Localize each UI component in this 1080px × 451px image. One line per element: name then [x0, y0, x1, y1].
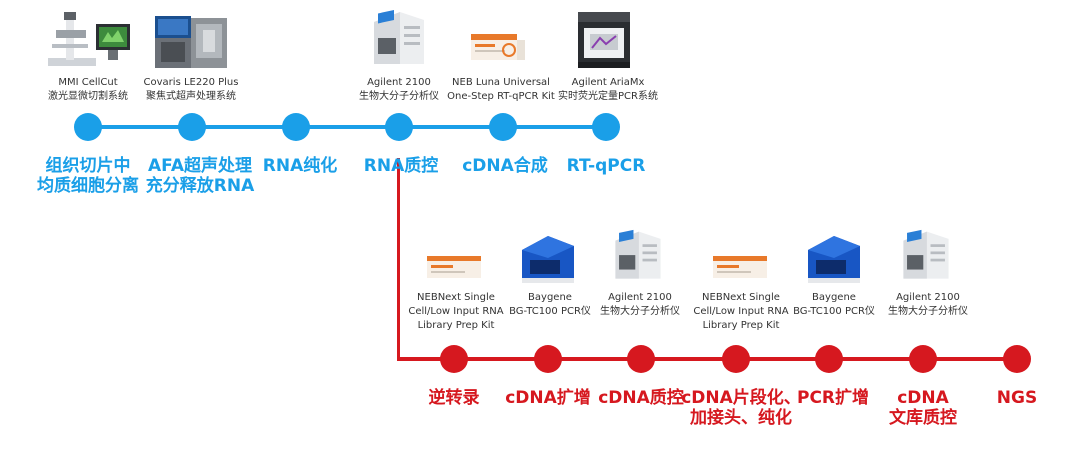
- stage-label: cDNA质控: [598, 388, 684, 408]
- microscope-icon: [42, 8, 134, 74]
- kit-box-icon: [469, 28, 527, 68]
- stage-dot: [385, 113, 413, 141]
- stage-dot: [909, 345, 937, 373]
- device-label-agilent-2100: Agilent 2100 生物大分子分析仪: [359, 77, 439, 102]
- device-label-covaris: Covaris LE220 Plus 聚焦式超声处理系统: [143, 77, 239, 102]
- top-timeline-line: [88, 125, 602, 129]
- bioanalyzer-icon: [896, 228, 956, 288]
- stage-label: cDNA扩增: [505, 388, 591, 408]
- stage-label: RNA质控: [363, 156, 439, 176]
- device-label-baygene: Baygene BG-TC100 PCR仪: [793, 292, 875, 317]
- sonicator-icon: [151, 12, 231, 74]
- stage-dot: [282, 113, 310, 141]
- stage-label: cDNA合成: [462, 156, 548, 176]
- stage-dot: [74, 113, 102, 141]
- bottom-timeline-line: [397, 357, 1018, 361]
- branch-vertical-line: [397, 158, 400, 359]
- kit-box-icon: [425, 252, 483, 286]
- stage-dot: [534, 345, 562, 373]
- stage-label: NGS: [996, 388, 1038, 408]
- device-label-nebnext: NEBNext Single Cell/Low Input RNA Librar…: [693, 292, 789, 331]
- stage-dot: [592, 113, 620, 141]
- stage-dot: [440, 345, 468, 373]
- stage-dot: [815, 345, 843, 373]
- bioanalyzer-icon: [366, 8, 432, 74]
- stage-label: cDNA 文库质控: [889, 388, 957, 428]
- stage-dot: [627, 345, 655, 373]
- stage-label: 逆转录: [428, 388, 480, 408]
- stage-label: 组织切片中 均质细胞分离: [37, 156, 139, 196]
- stage-label: AFA超声处理 充分释放RNA: [145, 156, 255, 196]
- stage-dot: [722, 345, 750, 373]
- device-label-mmi-cellcut: MMI CellCut 激光显微切割系统: [48, 77, 128, 102]
- pcr-instrument-icon: [516, 230, 580, 290]
- bioanalyzer-icon: [608, 228, 668, 288]
- stage-label: cDNA片段化、 加接头、纯化: [681, 388, 801, 428]
- pcr-instrument-icon: [802, 230, 866, 290]
- device-label-agilent-2100: Agilent 2100 生物大分子分析仪: [888, 292, 968, 317]
- qpcr-instrument-icon: [572, 8, 636, 76]
- device-label-agilent-2100: Agilent 2100 生物大分子分析仪: [600, 292, 680, 317]
- stage-dot: [1003, 345, 1031, 373]
- stage-label: RT-qPCR: [566, 156, 646, 176]
- stage-label: PCR扩增: [796, 388, 870, 408]
- device-label-neb-luna: NEB Luna Universal One-Step RT-qPCR Kit: [447, 77, 555, 102]
- device-label-ariamx: Agilent AriaMx 实时荧光定量PCR系统: [558, 77, 658, 102]
- device-label-baygene: Baygene BG-TC100 PCR仪: [509, 292, 591, 317]
- device-label-nebnext: NEBNext Single Cell/Low Input RNA Librar…: [408, 292, 504, 331]
- kit-box-icon: [711, 252, 769, 286]
- stage-dot: [178, 113, 206, 141]
- stage-label: RNA纯化: [262, 156, 338, 176]
- stage-dot: [489, 113, 517, 141]
